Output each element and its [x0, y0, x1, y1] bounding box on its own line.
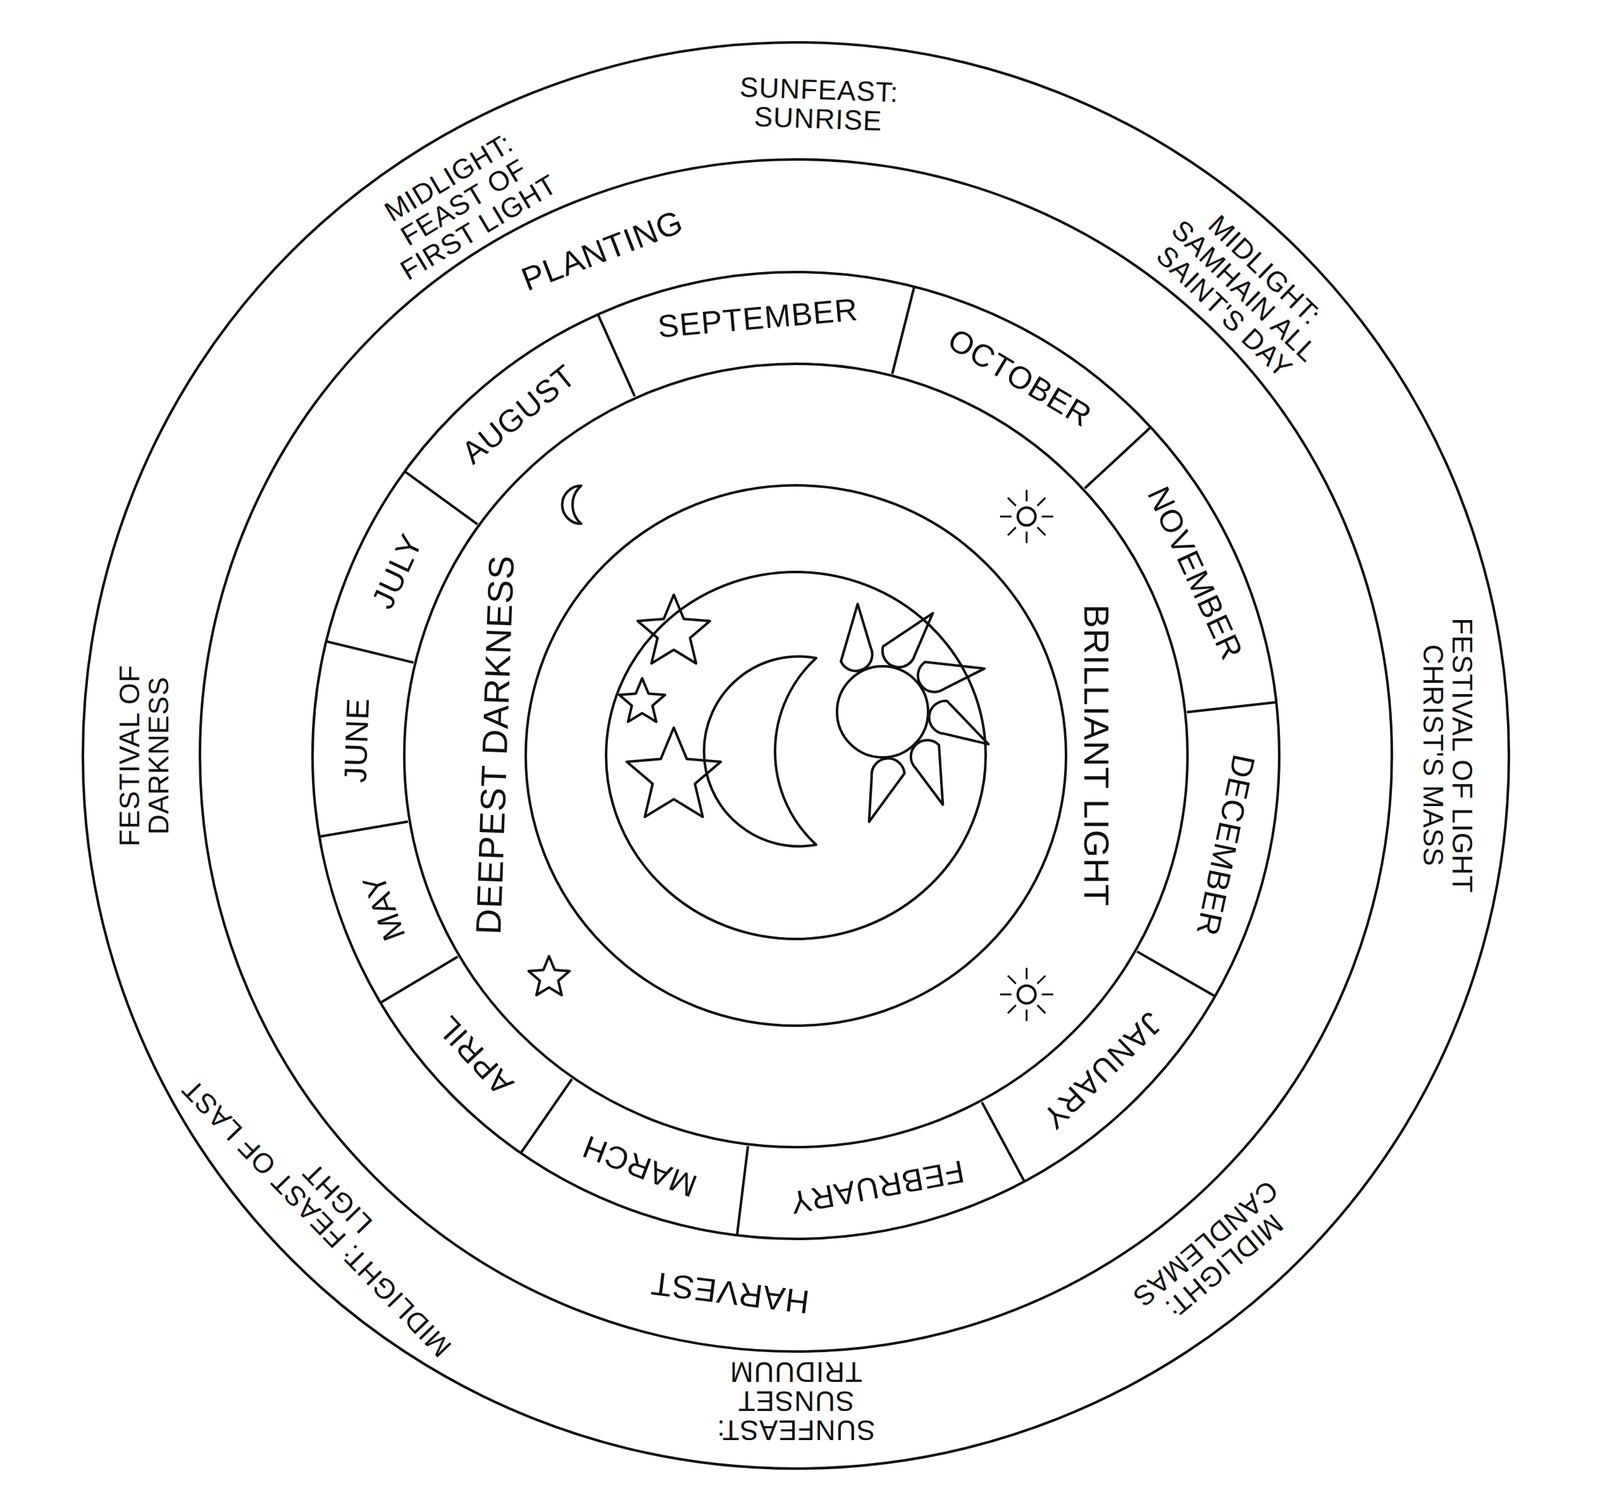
- ring-outline: [81, 41, 1511, 1470]
- month-divider: [1085, 427, 1152, 489]
- month-label: SEPTEMBER: [656, 292, 860, 344]
- crescent-moon: [704, 656, 817, 847]
- sun-ray: [1037, 527, 1046, 536]
- festival-label: SUNFEAST: SUNRISE: [713, 71, 924, 138]
- sun-symbol: [1017, 985, 1036, 1004]
- month-label: JULY: [366, 528, 429, 614]
- sun-ray: [1037, 975, 1046, 984]
- ring-outline: [311, 270, 1281, 1241]
- star-symbol: [626, 727, 721, 817]
- month-label: NOVEMBER: [1141, 481, 1249, 665]
- month-divider: [981, 1102, 1025, 1182]
- sun-ray: [1041, 515, 1054, 518]
- festival-label: SUNFEAST: SUNSET TRIDUUM: [691, 1357, 901, 1445]
- sun-ray: [1025, 489, 1028, 502]
- sun-flame: [869, 758, 905, 822]
- festival-label: FESTIVAL OF LIGHT CHRIST'S MASS: [1418, 578, 1477, 933]
- month-divider: [404, 471, 478, 525]
- inner-ring-circle: [525, 485, 1067, 1026]
- festival-label: FESTIVAL OF DARKNESS: [115, 635, 174, 876]
- sun-symbol: [1017, 507, 1036, 526]
- ring-circle: [404, 363, 1188, 1148]
- ring-band: SUNFEAST: SUNRISE MIDLIGHT: SAMHAIN ALL S…: [81, 41, 1511, 1470]
- sun-ray: [1041, 993, 1054, 996]
- month-divider: [1136, 951, 1216, 997]
- season-label: HARVEST: [649, 1265, 812, 1320]
- festival-label: MIDLIGHT: FEAST OF LAST LIGHT: [173, 1051, 480, 1366]
- sun-ray: [1007, 497, 1017, 507]
- month-label: AUGUST: [456, 358, 583, 471]
- month-label: OCTOBER: [942, 322, 1098, 433]
- month-label: FEBRUARY: [787, 1154, 967, 1220]
- month-divider: [737, 1145, 748, 1236]
- sun-ray: [1025, 967, 1028, 980]
- month-label: JANUARY: [1035, 1005, 1168, 1136]
- sun-disc: [837, 666, 929, 758]
- sun-flame: [911, 740, 944, 805]
- sun-flame: [840, 603, 873, 671]
- month-divider: [325, 640, 414, 663]
- month-label: DECEMBER: [1190, 751, 1261, 939]
- sun-ray: [1000, 515, 1012, 518]
- ring-outline: [198, 158, 1394, 1353]
- sun-ray: [1037, 497, 1046, 507]
- ring-band: PLANTING HARVEST SEPTEMBER OCTOBER NOVEMBER D…: [198, 158, 1394, 1353]
- sun-flame: [882, 613, 934, 667]
- month-divider: [318, 821, 409, 837]
- season-label: BRILLIANT LIGHT: [1078, 604, 1116, 907]
- sun-ray: [1037, 1005, 1046, 1014]
- star-symbol: [637, 594, 710, 664]
- sun-ray: [1025, 1009, 1028, 1022]
- ring-outline: [403, 362, 1189, 1149]
- sun-ray: [1007, 1005, 1017, 1014]
- sun-ray: [1007, 975, 1017, 984]
- month-label: MAY: [356, 869, 411, 945]
- innermost-circle: [606, 571, 986, 939]
- month-divider: [892, 285, 915, 374]
- sun-flame: [917, 661, 985, 692]
- ring-circle: [312, 272, 1280, 1239]
- month-label: MARCH: [578, 1129, 702, 1203]
- ring-band: SEPTEMBER OCTOBER NOVEMBER DECEMBER JANUARY F…: [311, 270, 1281, 1241]
- sun-flame: [929, 700, 989, 745]
- ring-circle: [82, 42, 1509, 1469]
- month-label: JUNE: [339, 697, 376, 784]
- month-divider: [520, 1078, 572, 1154]
- festival-label: MIDLIGHT: CANDLEMAS: [1116, 1165, 1314, 1345]
- sun-ray: [1025, 531, 1028, 543]
- month-divider: [597, 313, 636, 397]
- star-symbol: [619, 678, 665, 722]
- season-label: PLANTING: [516, 203, 688, 297]
- star-symbol: [528, 955, 571, 996]
- season-label: DEEPEST DARKNESS: [470, 554, 521, 936]
- sun-ray: [1007, 527, 1017, 536]
- ring-circle: [199, 159, 1392, 1352]
- month-divider: [380, 956, 459, 1003]
- sun-ray: [1000, 993, 1012, 996]
- ring-band: BRILLIANT LIGHT DEEPEST DARKNESS: [403, 362, 1189, 1149]
- festival-label: MIDLIGHT: SAMHAIN ALL SAINT'S DAY: [1117, 167, 1370, 416]
- month-divider: [1186, 702, 1277, 713]
- moon-symbol: [562, 485, 582, 524]
